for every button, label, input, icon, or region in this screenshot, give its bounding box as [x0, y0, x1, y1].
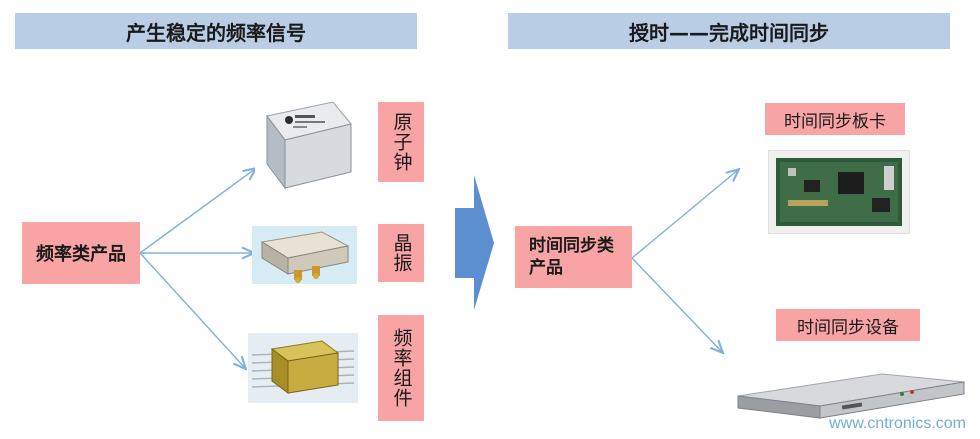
arrow-to-sync-device	[631, 257, 722, 352]
arrow-to-sync-board	[631, 170, 738, 259]
watermark: www.cntronics.com	[829, 415, 966, 432]
label-crystal-oscillator: 晶振	[378, 224, 424, 282]
label-sync-board: 时间同步板卡	[765, 103, 905, 135]
sync-device-photo	[737, 373, 965, 419]
frequency-module-photo	[248, 333, 358, 403]
label-frequency-module: 频率组件	[378, 315, 424, 421]
label-sync-device: 时间同步设备	[776, 309, 920, 341]
arrow-to-atomic-clock	[139, 169, 255, 254]
sync-board-photo	[768, 150, 910, 234]
crystal-oscillator-photo	[252, 226, 357, 284]
big-arrow-icon	[455, 175, 494, 310]
source-frequency-products: 频率类产品	[22, 222, 140, 284]
arrow-to-freq-module	[139, 252, 245, 368]
header-left: 产生稳定的频率信号	[15, 13, 417, 49]
atomic-clock-photo	[255, 98, 357, 196]
header-right: 授时——完成时间同步	[508, 13, 950, 49]
label-atomic-clock: 原子钟	[378, 102, 424, 182]
source-time-sync-products: 时间同步类产品	[515, 226, 632, 288]
